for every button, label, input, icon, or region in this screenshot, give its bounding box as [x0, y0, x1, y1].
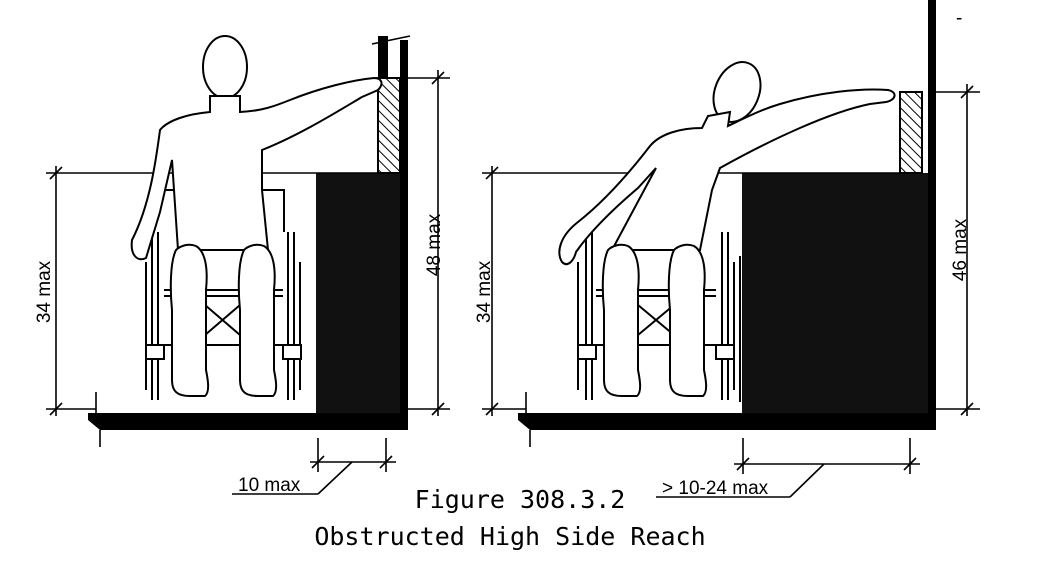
right-height-label: 34 max [474, 260, 495, 323]
left-diagram: 34 max 48 max 10 max [34, 35, 450, 496]
left-depth-label: 10 max [238, 475, 301, 496]
left-obstruction [316, 173, 404, 413]
left-head [202, 35, 248, 99]
figure-title: Obstructed High Side Reach [314, 522, 705, 551]
right-reach-label: 46 max [950, 218, 971, 281]
left-depth-dimension: 10 max [232, 438, 396, 496]
right-depth-dimension: > 10-24 max [656, 438, 920, 499]
right-height-dimension: 34 max [474, 166, 499, 416]
right-depth-label: > 10-24 max [662, 478, 769, 499]
right-obstruction [742, 173, 932, 413]
right-wall [899, 0, 936, 430]
corner-mark: - [956, 8, 962, 29]
figure-caption: Figure 308.3.2 Obstructed High Side Reac… [314, 485, 705, 551]
left-reach-dimension: 48 max [424, 70, 445, 416]
left-floor [88, 392, 408, 447]
left-height-dimension: 34 max [34, 166, 63, 416]
figure-number: Figure 308.3.2 [415, 485, 626, 514]
right-reach-dimension: 46 max [950, 84, 974, 416]
right-diagram: 34 max 46 max > 10-24 max [474, 0, 980, 499]
left-reach-label: 48 max [424, 213, 445, 276]
left-wall [371, 35, 411, 430]
left-person-in-wheelchair [130, 35, 383, 400]
right-person-in-wheelchair [558, 61, 896, 402]
left-height-label: 34 max [34, 260, 55, 323]
